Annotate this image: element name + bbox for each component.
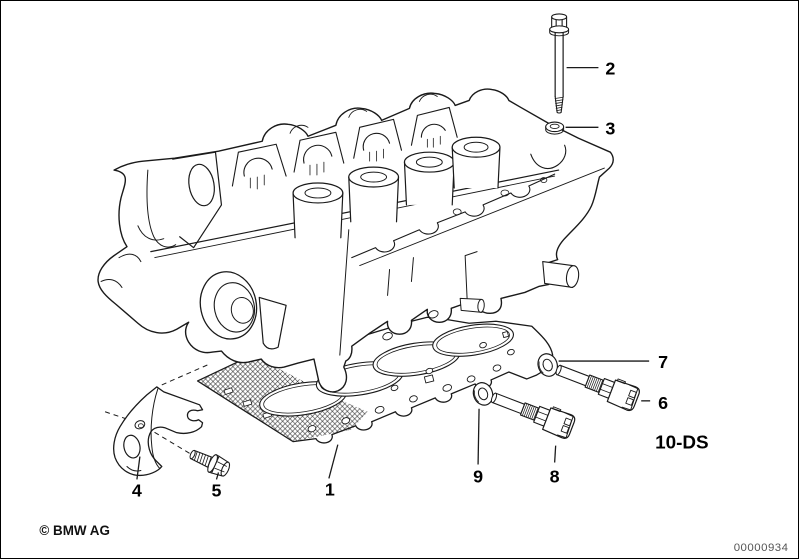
copyright-label: © BMW AG [39,523,109,538]
gasket-holes [307,331,515,433]
head-gasket-drawing [196,316,554,444]
callout-8[interactable]: 8 [550,466,560,486]
callout-9[interactable]: 9 [473,466,483,486]
drawing-number-label: 00000934 [734,542,789,554]
head-deck-flange [351,144,605,267]
support-bracket-drawing [113,386,204,477]
screw-drawing [189,449,231,477]
temperature-sensor-6-drawing [555,364,640,412]
temperature-sensor-8-drawing [490,392,576,439]
bolt-washer-drawing [545,121,565,135]
bracket-large-hole [123,434,141,459]
sealing-ring-7-drawing [537,353,558,377]
head-dowel-pin [459,297,485,313]
callout-1[interactable]: 1 [325,479,335,499]
callout-5[interactable]: 5 [212,480,222,500]
callout-leader-lines [136,66,651,480]
callout-2[interactable]: 2 [605,59,615,79]
head-front-face-openings [199,271,287,350]
callout-7[interactable]: 7 [658,352,668,372]
head-stub-boss [542,261,580,289]
bracket-screw-hole [134,420,146,430]
callout-3[interactable]: 3 [605,118,615,138]
sealing-ring-9-drawing [472,382,494,406]
variant-code-label: 10-DS [655,433,709,454]
head-spark-plug-towers [292,136,501,239]
callout-6[interactable]: 6 [658,393,668,413]
callout-4[interactable]: 4 [132,480,142,500]
cylinder-head-bolt-drawing [549,13,570,114]
head-cam-bearing-arches [231,93,458,190]
cylinder-head-drawing [97,88,614,393]
